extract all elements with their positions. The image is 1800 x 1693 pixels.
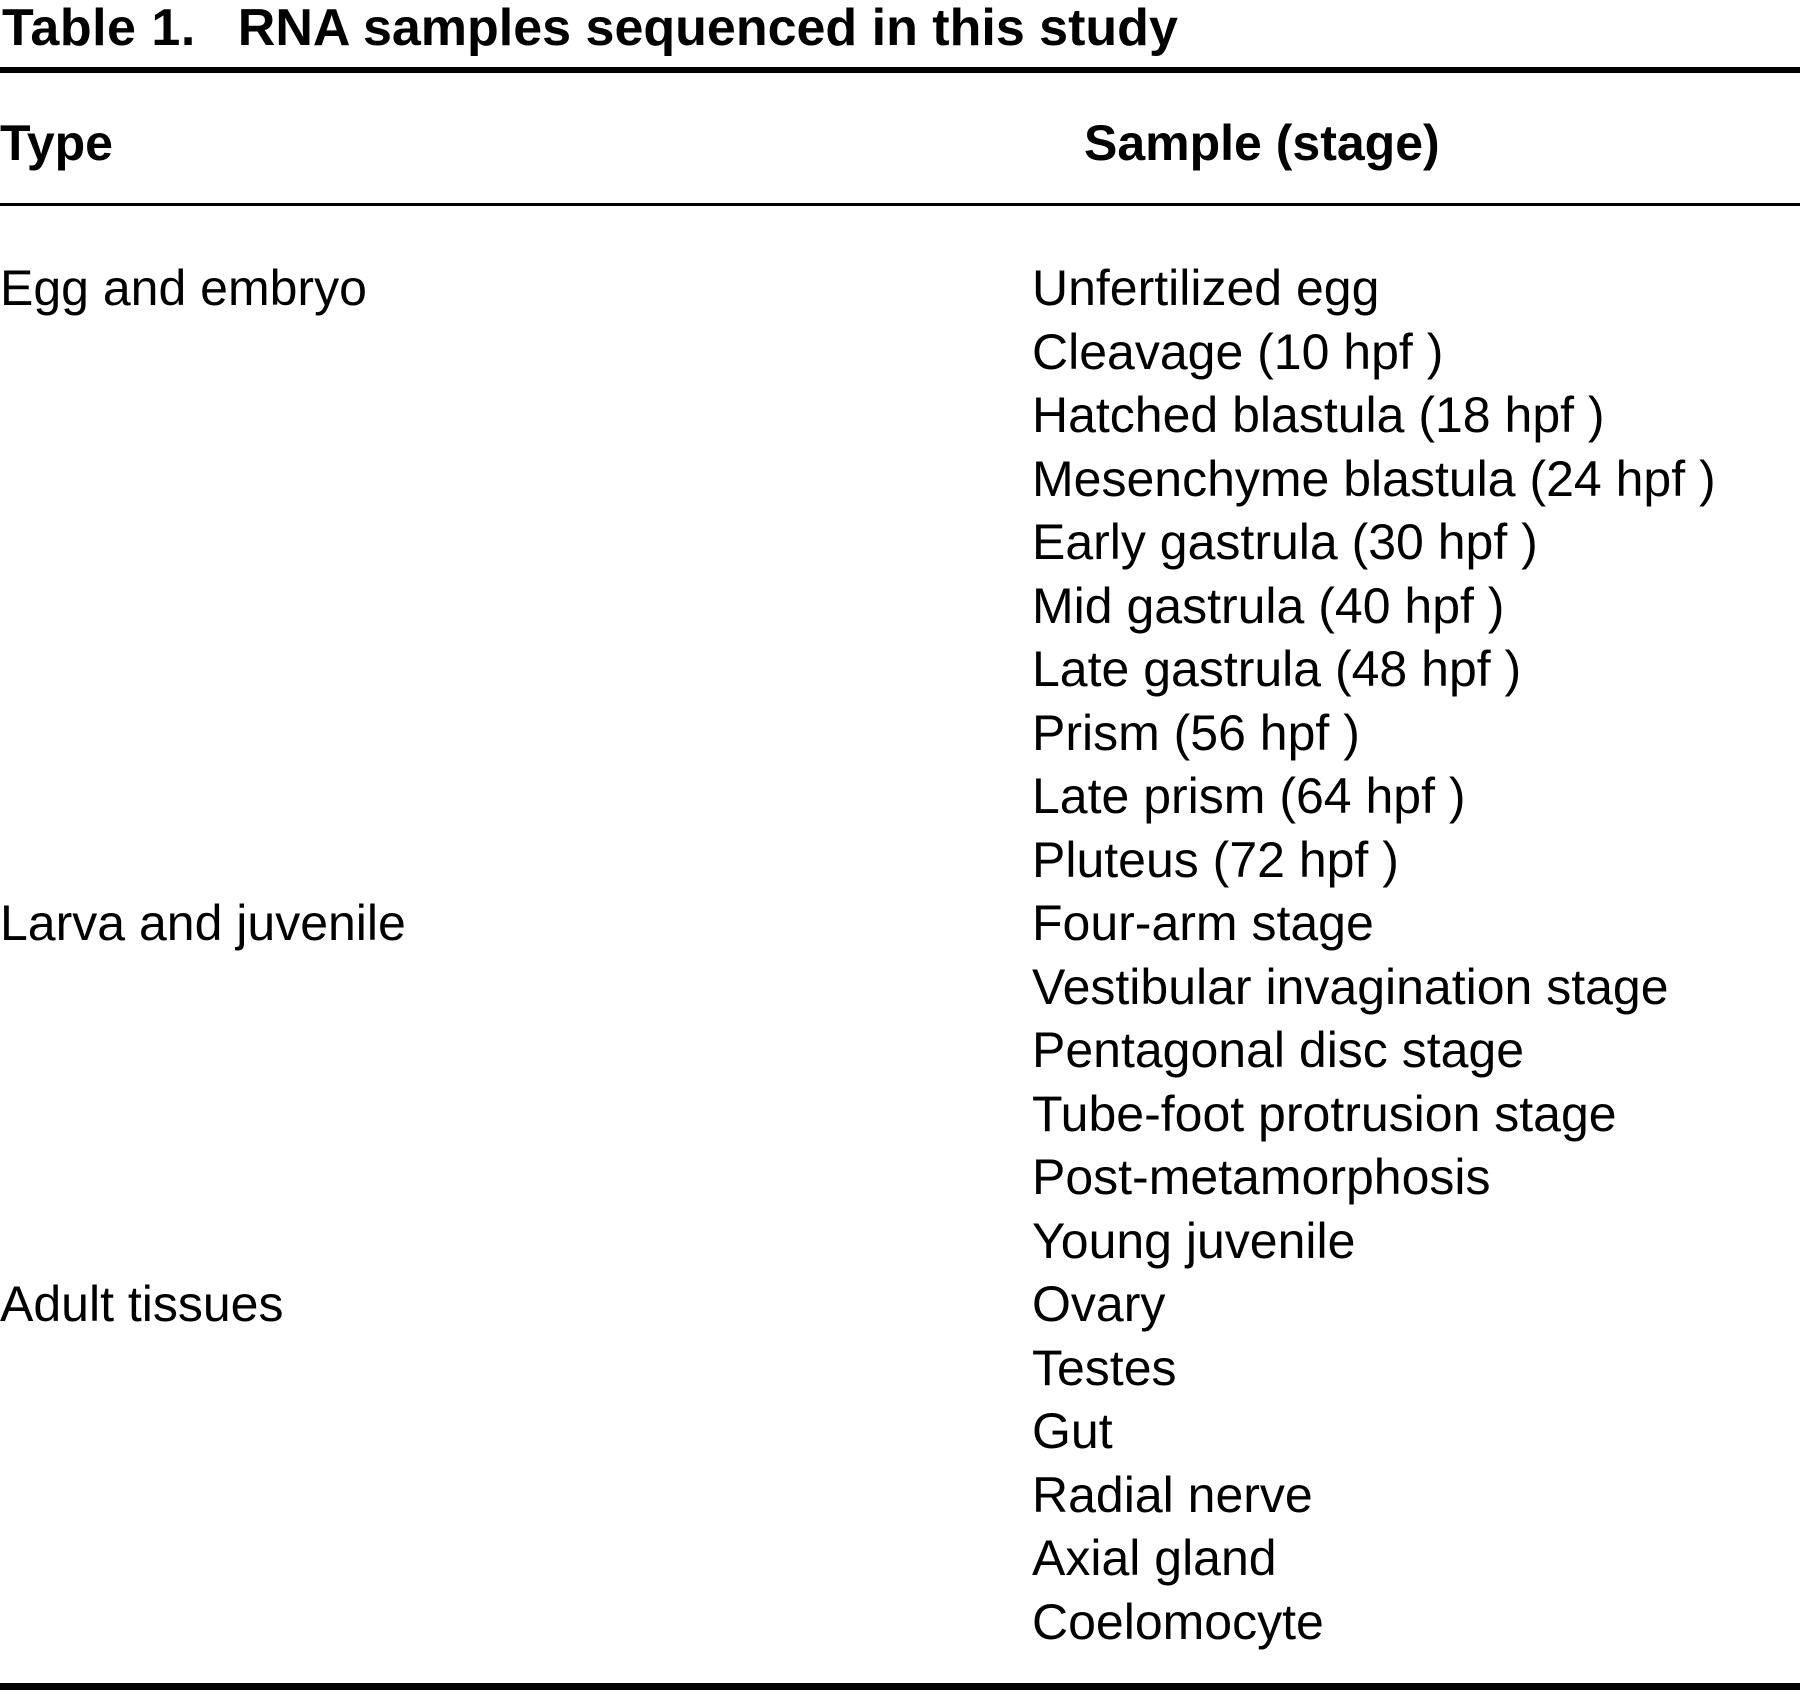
sample-cell: Late gastrula (48 hpf )	[1032, 641, 1522, 697]
sample-cell: Pluteus (72 hpf )	[1032, 831, 1399, 888]
type-cell-egg-and-embryo: Egg and embryo	[0, 260, 367, 316]
sample-cell: Early gastrula (30 hpf )	[1032, 514, 1538, 570]
sample-cell: Mesenchyme blastula (24 hpf )	[1032, 450, 1716, 507]
sample-cell: Coelomocyte	[1032, 1593, 1324, 1650]
sample-cell: Tube-foot protrusion stage	[1032, 1085, 1617, 1142]
sample-cell: Prism (56 hpf )	[1032, 704, 1360, 761]
sample-cell: Axial gland	[1032, 1530, 1277, 1586]
sample-cell: Young juvenile	[1032, 1212, 1356, 1269]
type-cell-larva-and-juvenile: Larva and juvenile	[0, 895, 406, 951]
header-rule	[0, 203, 1800, 206]
sample-cell: Mid gastrula (40 hpf )	[1032, 577, 1505, 634]
column-header-type: Type	[0, 115, 113, 171]
top-rule	[0, 67, 1800, 73]
sample-cell: Hatched blastula (18 hpf )	[1032, 387, 1605, 443]
sample-cell: Radial nerve	[1032, 1466, 1313, 1523]
sample-cell: Late prism (64 hpf )	[1032, 768, 1466, 824]
sample-column: Unfertilized egg Cleavage (10 hpf ) Hatc…	[1032, 257, 1800, 1654]
sample-cell: Ovary	[1032, 1276, 1166, 1332]
type-column: Egg and embryo Larva and juvenile Adult …	[0, 257, 1032, 1654]
sample-cell: Testes	[1032, 1339, 1177, 1396]
sample-cell: Vestibular invagination stage	[1032, 958, 1669, 1015]
type-cell-adult-tissues: Adult tissues	[0, 1276, 284, 1332]
table-title: Table 1. RNA samples sequenced in this st…	[2, 0, 1178, 56]
sample-cell: Pentagonal disc stage	[1032, 1022, 1525, 1078]
sample-cell: Gut	[1032, 1403, 1113, 1459]
table-number-label: Table 1.	[2, 0, 196, 57]
table-header-row: Type Sample (stage)	[0, 112, 1800, 174]
table-caption: RNA samples sequenced in this study	[237, 0, 1178, 57]
sample-cell: Cleavage (10 hpf )	[1032, 323, 1444, 380]
sample-cell: Post-metamorphosis	[1032, 1149, 1491, 1205]
sample-cell: Unfertilized egg	[1032, 260, 1380, 316]
table-body: Egg and embryo Larva and juvenile Adult …	[0, 257, 1800, 1654]
bottom-rule	[0, 1683, 1800, 1690]
column-header-sample: Sample (stage)	[1084, 115, 1440, 171]
sample-cell: Four-arm stage	[1032, 895, 1374, 951]
